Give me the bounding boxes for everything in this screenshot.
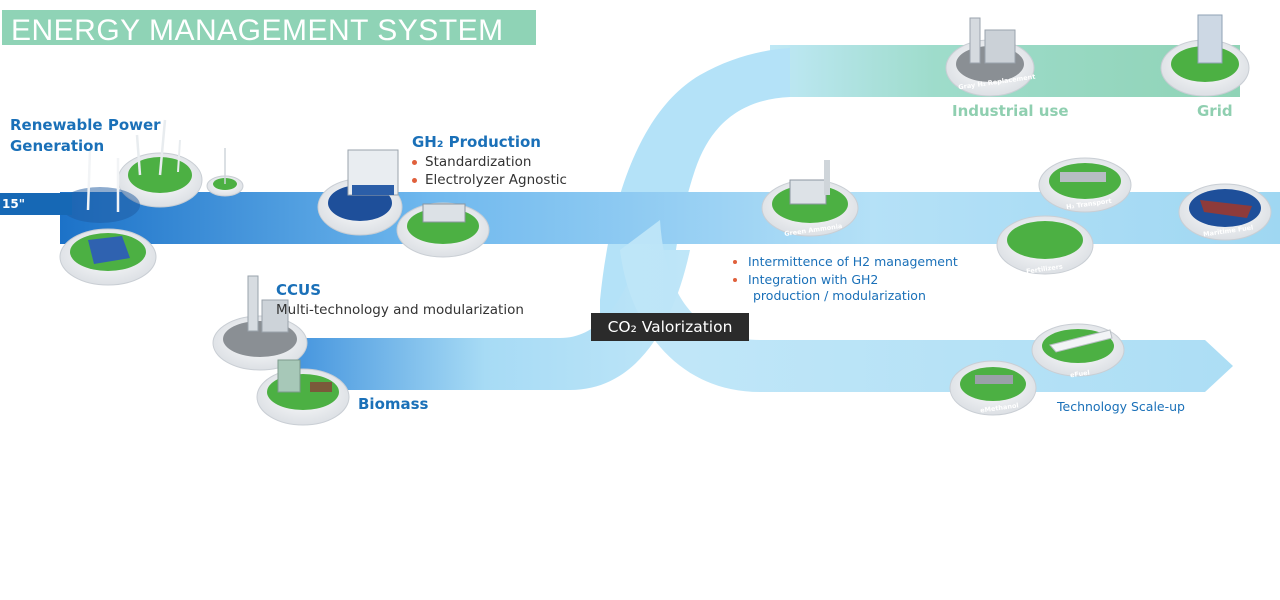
- h2-bullet-integration-cont: production / modularization: [753, 288, 926, 303]
- floater-unit: MW: [1, 216, 12, 222]
- ccus-section: CCUS Multi-technology and modularization: [276, 280, 524, 319]
- gh2-plant-platform: [317, 149, 403, 236]
- gh2-bullet-electrolyzer: Electrolyzer Agnostic: [412, 171, 567, 189]
- scale-up-arrow: [620, 220, 1233, 392]
- floater-turbine-platform: [60, 149, 140, 223]
- gh2-section: GH₂ Production Standardization Electroly…: [412, 132, 567, 189]
- ccus-flow-band: [280, 250, 690, 390]
- grid-label: Grid: [1197, 102, 1233, 120]
- floater-badge: 15" Floater MW: [0, 193, 72, 233]
- industrial-use-label: Industrial use: [952, 102, 1069, 120]
- gh2-heading: GH₂ Production: [412, 133, 541, 151]
- co2-valorization-label: CO₂ Valorization: [591, 313, 749, 341]
- electrolyzer-platform: [396, 202, 490, 258]
- ccus-subtitle: Multi-technology and modularization: [276, 302, 524, 318]
- efuel-platform: [1031, 323, 1125, 377]
- ccus-plant-platform: [212, 275, 308, 371]
- biomass-label: Biomass: [358, 395, 429, 413]
- grid-platform: [1160, 14, 1250, 97]
- h2-transport-platform: [1038, 157, 1132, 213]
- gh2-bullet-standardization: Standardization: [412, 153, 567, 171]
- bullet-dot-icon: [733, 278, 737, 282]
- bullet-dot-icon: [412, 177, 417, 183]
- page-title: ENERGY MANAGEMENT SYSTEM: [11, 14, 504, 47]
- technology-scale-up-label: Technology Scale-up: [1057, 399, 1185, 414]
- fertilizers-platform: [996, 215, 1094, 275]
- maritime-fuel-platform: [1178, 183, 1272, 241]
- h2-bullet-intermittence: Intermittence of H2 management: [733, 254, 958, 270]
- wind-turbine-platform: [117, 119, 244, 208]
- title-banner: ENERGY MANAGEMENT SYSTEM: [2, 10, 536, 47]
- h2-bullet-integration: Integration with GH2: [733, 272, 958, 288]
- hydrogen-points: Intermittence of H2 management Integrati…: [733, 254, 958, 304]
- floater-label: 15" Floater: [2, 197, 51, 233]
- emethanol-platform: [949, 360, 1037, 416]
- gray-h2-platform: [945, 17, 1035, 97]
- renewable-heading-line1: Renewable Power: [10, 116, 161, 134]
- renewable-heading: Renewable Power Generation: [10, 115, 161, 157]
- biomass-platform: [256, 359, 350, 426]
- bullet-dot-icon: [733, 260, 737, 264]
- green-ammonia-platform: [761, 160, 859, 237]
- renewable-heading-line2: Generation: [10, 137, 105, 155]
- ccus-heading: CCUS: [276, 281, 321, 299]
- bullet-dot-icon: [412, 159, 417, 165]
- solar-platform: [59, 228, 157, 286]
